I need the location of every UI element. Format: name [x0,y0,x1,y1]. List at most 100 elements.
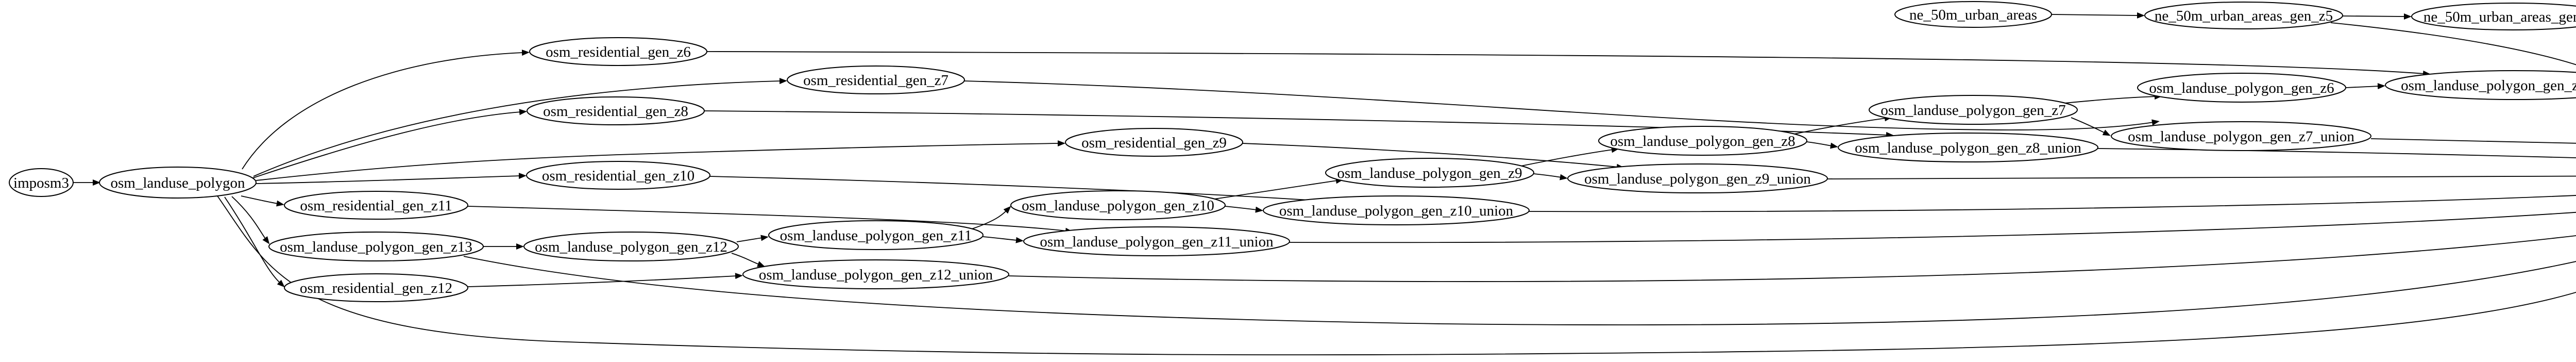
node-label-osm_residential_gen_z8: osm_residential_gen_z8 [543,103,688,120]
node-ellipse-osm_residential_gen_z9 [1065,128,1243,157]
node-osm_landuse_polygon_gen_z6_union: osm_landuse_polygon_gen_z6_union [2385,70,2576,100]
node-label-imposm3: imposm3 [13,175,69,191]
node-ellipse-osm_landuse_polygon_gen_z12_union [742,259,1009,289]
node-osm_landuse_polygon_gen_z7_union: osm_landuse_polygon_gen_z7_union [2111,121,2371,151]
edge-osm_landuse_polygon_gen_z12-to-osm_landuse_polygon_gen_z12_union [731,253,766,267]
node-ellipse-osm_residential_gen_z8 [527,96,705,125]
node-ellipse-osm_landuse_polygon_gen_z12 [523,232,739,261]
node-osm_landuse_polygon_gen_z12: osm_landuse_polygon_gen_z12 [523,232,739,261]
node-ellipse-osm_residential_gen_z10 [526,161,710,190]
edge-osm_landuse_polygon-to-layer_landuse-z14+ [217,195,2576,356]
node-label-ne_50m_urban_areas_gen_z5: ne_50m_urban_areas_gen_z5 [2155,8,2333,24]
node-osm_landuse_polygon_gen_z11: osm_landuse_polygon_gen_z11 [768,220,984,250]
node-ellipse-ne_50m_urban_areas_gen_z5 [2144,2,2343,29]
node-osm_residential_gen_z7: osm_residential_gen_z7 [787,65,965,94]
node-osm_landuse_polygon_gen_z11_union: osm_landuse_polygon_gen_z11_union [1023,226,1290,256]
node-ellipse-osm_landuse_polygon_gen_z10_union [1263,195,1530,225]
node-label-osm_landuse_polygon_gen_z11_union: osm_landuse_polygon_gen_z11_union [1040,234,1274,250]
edge-osm_landuse_polygon_gen_z9-to-osm_landuse_polygon_gen_z8 [1520,146,1619,167]
edge-osm_landuse_polygon_gen_z10-to-osm_landuse_polygon_gen_z9 [1210,177,1344,200]
node-ellipse-osm_residential_gen_z7 [787,65,965,94]
edge-osm_landuse_polygon_gen_z12_union-to-layer_landuse-z12 [1008,235,2576,282]
node-label-osm_residential_gen_z12: osm_residential_gen_z12 [300,280,452,297]
edge-osm_landuse_polygon_gen_z10_union-to-layer_landuse-z10 [1529,195,2576,212]
edge-osm_residential_gen_z9-to-osm_landuse_polygon_gen_z9_union [1242,143,1624,170]
edge-osm_landuse_polygon-to-osm_residential_gen_z7 [253,78,787,177]
edge-osm_landuse_polygon_gen_z9-to-osm_landuse_polygon_gen_z9_union [1533,173,1568,180]
edge-osm_landuse_polygon-to-osm_residential_gen_z12 [224,196,285,288]
node-osm_landuse_polygon_gen_z10: osm_landuse_polygon_gen_z10 [1010,190,1226,220]
node-label-osm_residential_gen_z6: osm_residential_gen_z6 [546,44,691,60]
edge-osm_residential_gen_z12-to-osm_landuse_polygon_gen_z12_union [467,273,743,287]
edge-osm_landuse_polygon-to-osm_residential_gen_z10 [256,173,527,184]
edge-osm_landuse_polygon_gen_z7-to-osm_landuse_polygon_gen_z6 [2064,93,2162,104]
edge-osm_landuse_polygon_gen_z10-to-osm_landuse_polygon_gen_z10_union [1225,206,1263,213]
edge-osm_residential_gen_z6-to-osm_landuse_polygon_gen_z6_union [706,51,2431,77]
edge-osm_landuse_polygon-to-osm_residential_gen_z6 [242,50,530,170]
node-ellipse-osm_landuse_polygon_gen_z10 [1010,190,1226,220]
edge-ne_50m_urban_areas-to-ne_50m_urban_areas_gen_z5 [2051,12,2145,19]
node-ellipse-osm_landuse_polygon_gen_z7_union [2111,121,2371,151]
node-label-osm_landuse_polygon_gen_z9: osm_landuse_polygon_gen_z9 [1337,165,1522,182]
node-osm_landuse_polygon_gen_z6: osm_landuse_polygon_gen_z6 [2137,73,2346,103]
node-label-osm_landuse_polygon_gen_z10_union: osm_landuse_polygon_gen_z10_union [1279,203,1514,219]
node-label-osm_landuse_polygon_gen_z8_union: osm_landuse_polygon_gen_z8_union [1855,140,2081,156]
node-ellipse-osm_landuse_polygon_gen_z13 [268,232,484,261]
node-label-osm_residential_gen_z10: osm_residential_gen_z10 [542,168,694,184]
node-osm_landuse_polygon_gen_z9_union: osm_landuse_polygon_gen_z9_union [1567,163,1828,193]
node-ellipse-osm_landuse_polygon_gen_z7 [1869,95,2078,125]
node-osm_landuse_polygon_gen_z12_union: osm_landuse_polygon_gen_z12_union [742,259,1009,289]
node-label-osm_landuse_polygon_gen_z10: osm_landuse_polygon_gen_z10 [1022,198,1214,214]
edge-ne_50m_urban_areas_gen_z5-to-layer_landuse-z5 [2330,22,2576,65]
edge-osm_landuse_polygon_gen_z11_union-to-layer_landuse-z11 [1289,211,2576,243]
edge-osm_landuse_polygon_gen_z12-to-osm_landuse_polygon_gen_z11 [736,235,769,242]
node-ellipse-osm_landuse_polygon_gen_z11 [768,220,984,250]
node-label-osm_landuse_polygon_gen_z7_union: osm_landuse_polygon_gen_z7_union [2128,128,2354,145]
node-label-osm_residential_gen_z11: osm_residential_gen_z11 [300,198,452,214]
node-ellipse-imposm3 [9,168,74,197]
node-osm_residential_gen_z9: osm_residential_gen_z9 [1065,128,1243,157]
node-osm_landuse_polygon_gen_z13: osm_landuse_polygon_gen_z13 [268,232,484,261]
node-ellipse-ne_50m_urban_areas_gen_z4 [2411,3,2576,30]
edge-osm_landuse_polygon-to-osm_residential_gen_z9 [256,140,1065,181]
node-ne_50m_urban_areas_gen_z5: ne_50m_urban_areas_gen_z5 [2144,2,2343,29]
node-ellipse-osm_landuse_polygon_gen_z9_union [1567,163,1828,193]
node-ellipse-osm_landuse_polygon_gen_z6 [2137,73,2346,103]
node-ne_50m_urban_areas: ne_50m_urban_areas [1894,1,2052,28]
node-label-ne_50m_urban_areas_gen_z4: ne_50m_urban_areas_gen_z4 [2424,9,2576,25]
node-osm_residential_gen_z6: osm_residential_gen_z6 [529,37,707,66]
edge-osm_landuse_polygon-to-osm_landuse_polygon_gen_z13 [231,196,270,244]
edge-osm_landuse_polygon_gen_z8_union-to-layer_landuse-z8 [2097,148,2576,158]
node-label-osm_landuse_polygon: osm_landuse_polygon [111,175,245,191]
node-label-osm_landuse_polygon_gen_z8: osm_landuse_polygon_gen_z8 [1610,133,1795,150]
node-osm_landuse_polygon_gen_z7: osm_landuse_polygon_gen_z7 [1869,95,2078,125]
node-label-osm_landuse_polygon_gen_z6_union: osm_landuse_polygon_gen_z6_union [2401,77,2576,94]
node-ellipse-osm_landuse_polygon_gen_z9 [1325,158,1534,188]
edge-osm_landuse_polygon_gen_z6-to-osm_landuse_polygon_gen_z6_union [2345,83,2385,90]
edge-osm_landuse_polygon_gen_z7-to-osm_landuse_polygon_gen_z7_union [2071,117,2111,136]
node-osm_landuse_polygon_gen_z8_union: osm_landuse_polygon_gen_z8_union [1838,133,2098,162]
edge-osm_landuse_polygon_gen_z8-to-osm_landuse_polygon_gen_z7 [1793,115,1892,135]
node-ellipse-osm_residential_gen_z11 [284,191,468,220]
node-imposm3: imposm3 [9,168,74,197]
node-label-ne_50m_urban_areas: ne_50m_urban_areas [1909,7,2037,23]
edge-osm_landuse_polygon-to-osm_residential_gen_z8 [251,109,527,179]
node-label-osm_landuse_polygon_gen_z13: osm_landuse_polygon_gen_z13 [280,239,472,255]
node-osm_landuse_polygon: osm_landuse_polygon [99,167,257,199]
node-label-osm_landuse_polygon_gen_z12: osm_landuse_polygon_gen_z12 [535,239,727,255]
edge-osm_landuse_polygon_gen_z7_union-to-layer_landuse-z7 [2370,138,2576,144]
edge-osm_landuse_polygon_gen_z8-to-osm_landuse_polygon_gen_z8_union [1806,141,1838,149]
node-osm_landuse_polygon_gen_z8: osm_landuse_polygon_gen_z8 [1598,126,1807,156]
node-ellipse-osm_landuse_polygon_gen_z6_union [2385,70,2576,100]
node-ellipse-osm_landuse_polygon_gen_z8_union [1838,133,2098,162]
edge-osm_landuse_polygon_gen_z13-to-layer_landuse-z13 [463,256,2576,325]
node-osm_landuse_polygon_gen_z9: osm_landuse_polygon_gen_z9 [1325,158,1534,188]
edge-osm_landuse_polygon_gen_z11-to-osm_landuse_polygon_gen_z10 [971,206,1011,229]
edge-osm_residential_gen_z7-to-osm_landuse_polygon_gen_z7_union [964,80,2160,130]
edge-osm_landuse_polygon-to-osm_residential_gen_z11 [241,195,284,207]
node-osm_residential_gen_z10: osm_residential_gen_z10 [526,161,710,190]
node-ellipse-osm_residential_gen_z6 [529,37,707,66]
node-label-osm_landuse_polygon_gen_z11: osm_landuse_polygon_gen_z11 [780,227,972,244]
